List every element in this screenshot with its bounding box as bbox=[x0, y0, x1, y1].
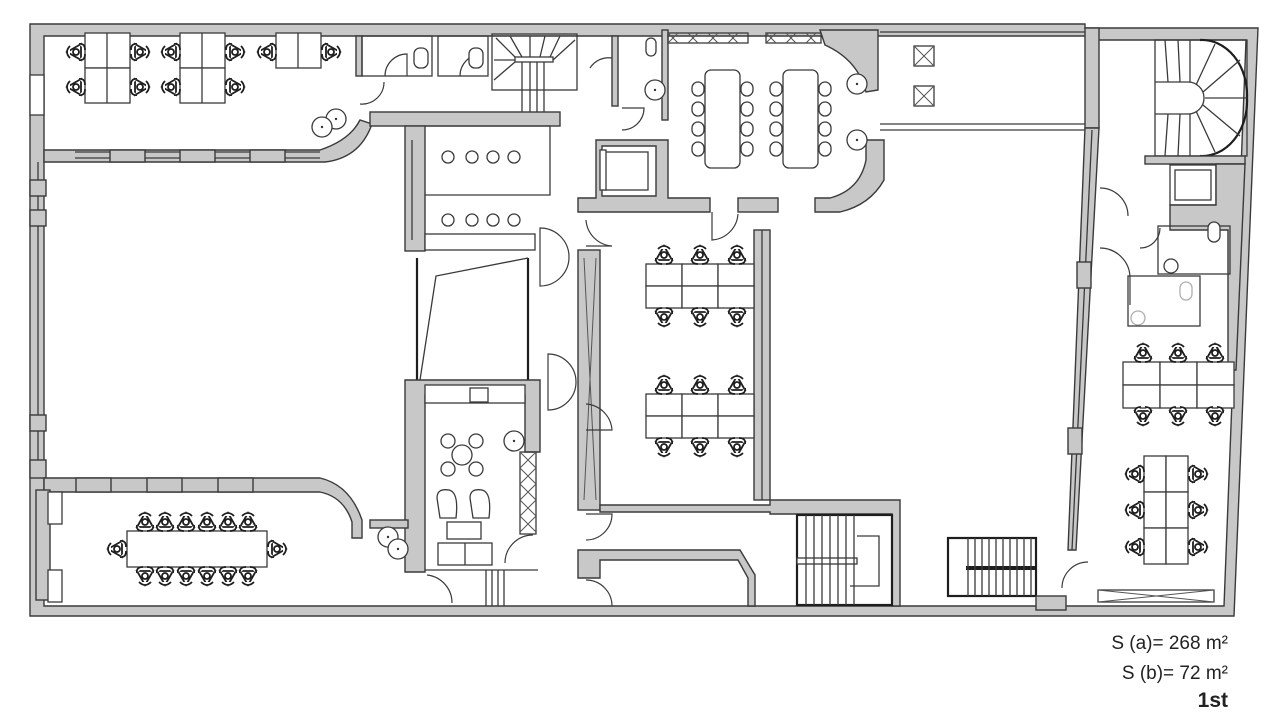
stair-south bbox=[577, 513, 894, 607]
meeting-north bbox=[589, 29, 885, 213]
spine-walls bbox=[404, 125, 613, 511]
stair-se bbox=[946, 536, 1089, 611]
lift-north bbox=[577, 139, 779, 213]
area-b-label: S (b)= 72 m² bbox=[1121, 663, 1228, 684]
stair-ne bbox=[1144, 38, 1249, 165]
light-well bbox=[880, 27, 1100, 131]
office-nw bbox=[29, 32, 373, 163]
hall-west bbox=[29, 162, 47, 479]
boardroom-sw bbox=[35, 477, 409, 603]
restrooms-ne bbox=[1099, 187, 1231, 327]
office-central bbox=[599, 212, 901, 607]
office-east bbox=[1067, 127, 1235, 603]
area-a-label: S (a)= 268 m² bbox=[1111, 633, 1228, 654]
lift-ne bbox=[1169, 163, 1246, 371]
kitchen-lounge bbox=[404, 379, 541, 606]
stair-north bbox=[491, 33, 578, 112]
floor-label: 1st bbox=[1197, 689, 1228, 712]
